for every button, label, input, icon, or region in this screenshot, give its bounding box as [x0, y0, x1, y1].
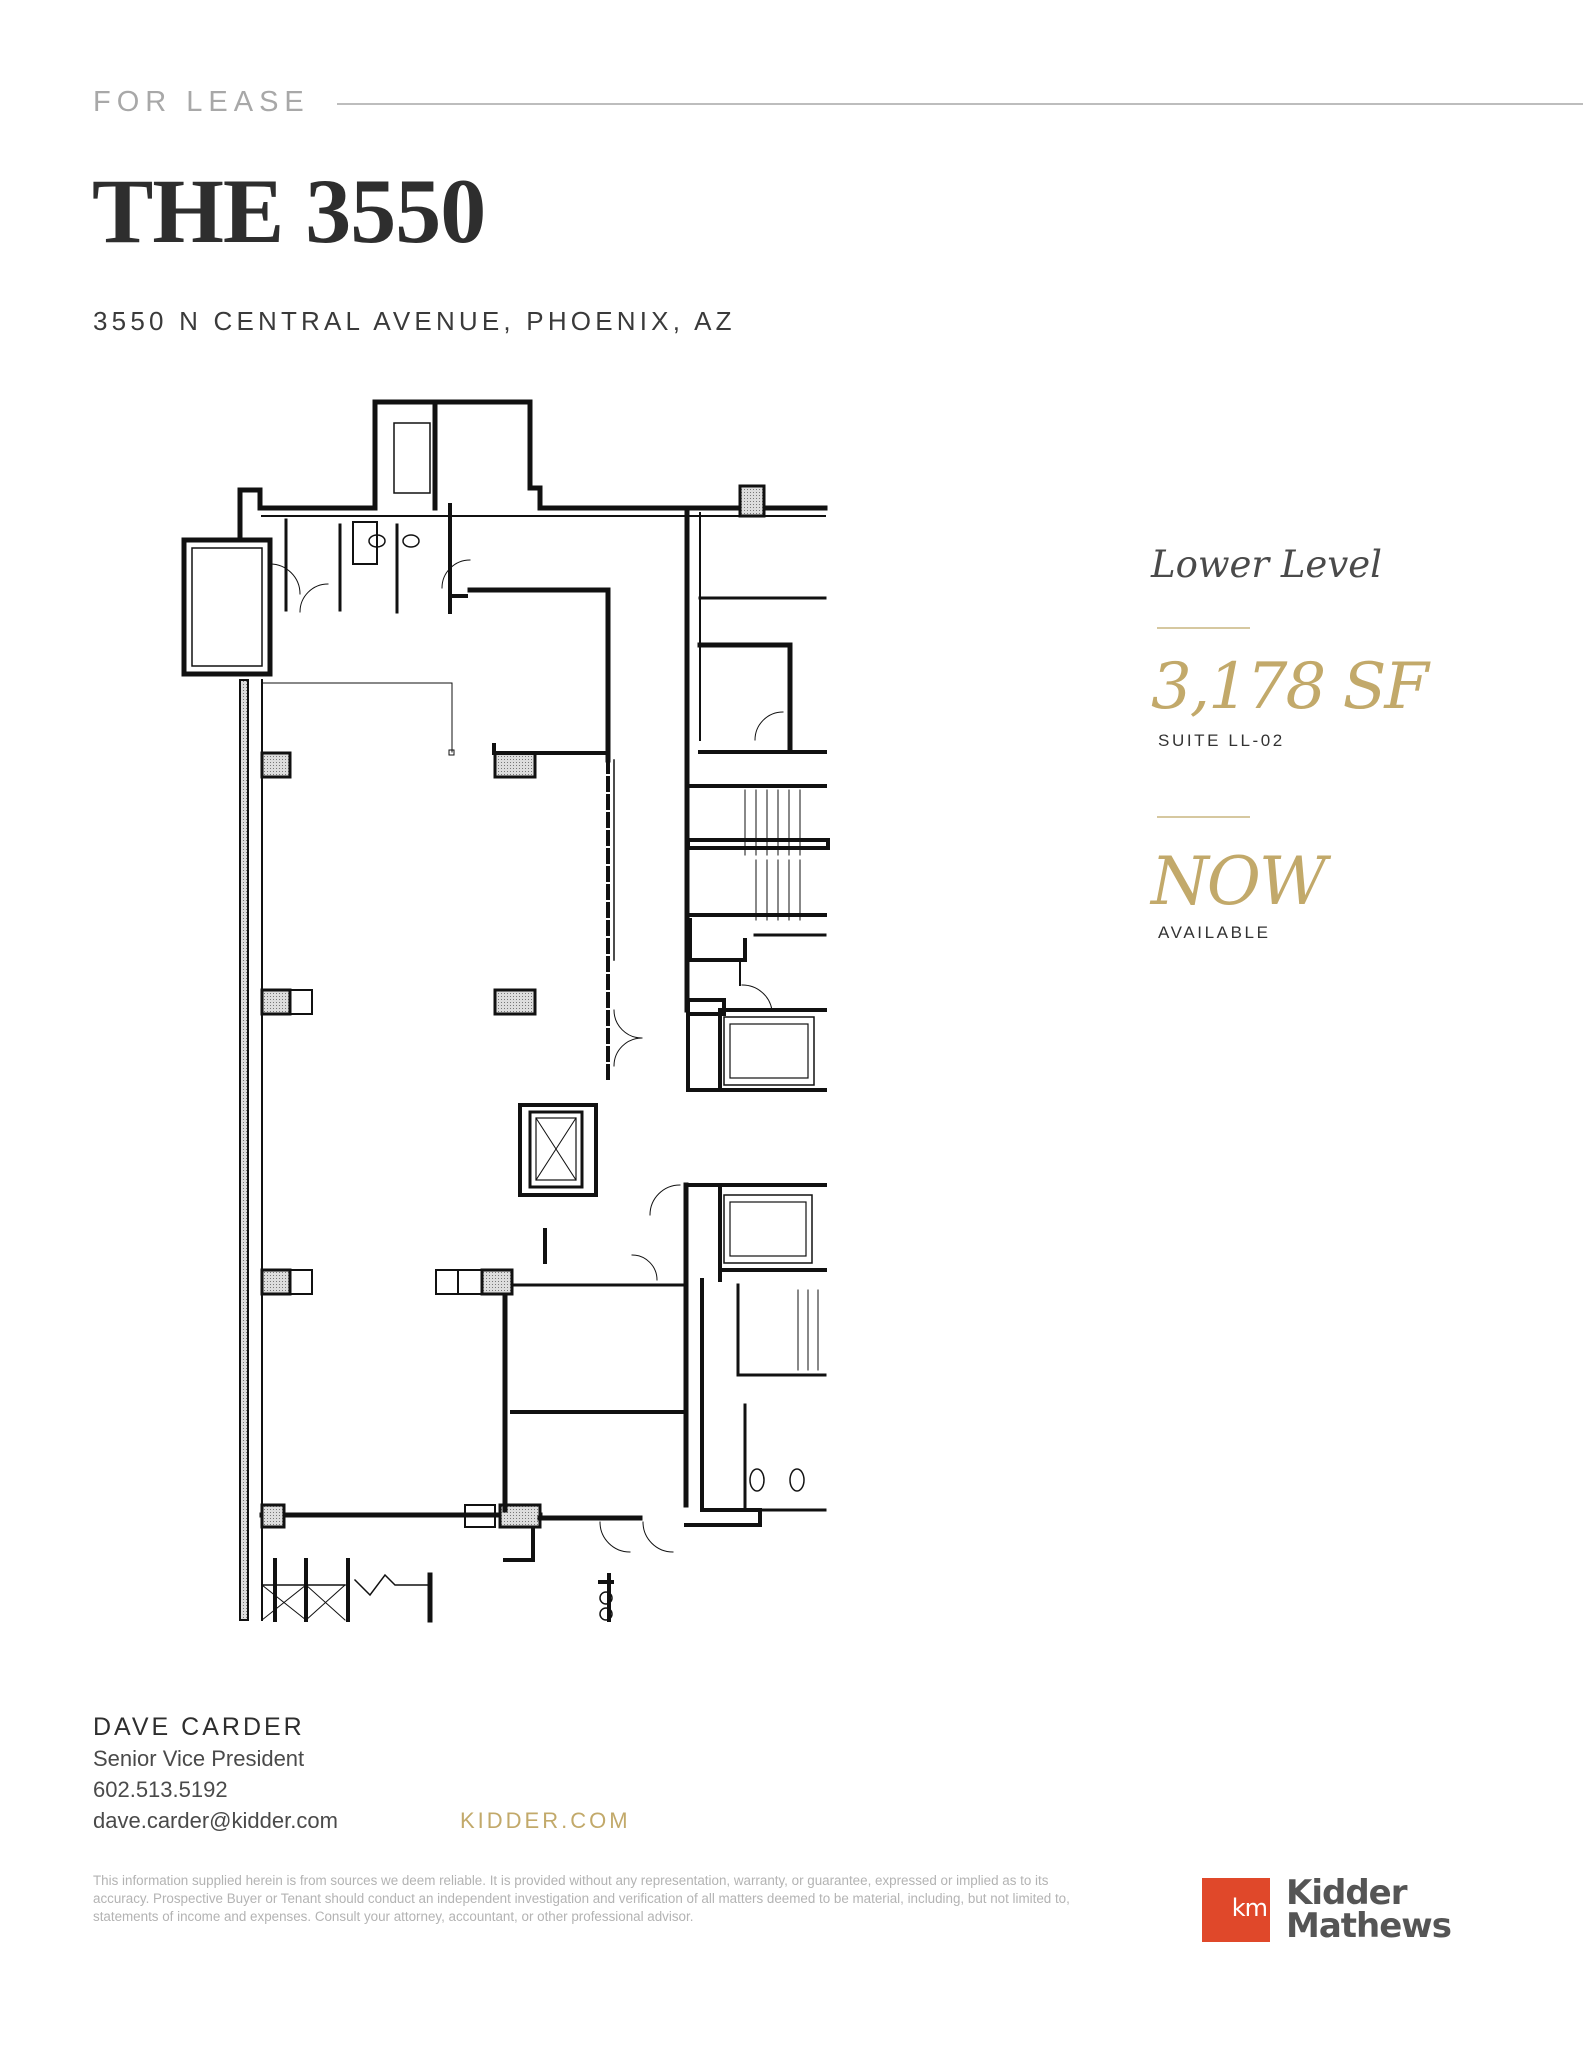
logo-line-2: Mathews	[1286, 1906, 1452, 1946]
square-footage: 3,178 SF	[1151, 650, 1429, 724]
contact-name: DAVE CARDER	[93, 1713, 305, 1741]
level-label: Lower Level	[1151, 543, 1382, 586]
availability-value: NOW	[1151, 843, 1327, 920]
floor-plan	[181, 399, 830, 1623]
availability-label: AVAILABLE	[1158, 923, 1271, 942]
for-lease-label: FOR LEASE	[93, 86, 310, 118]
contact-title: Senior Vice President	[93, 1746, 305, 1771]
kidder-mathews-logo: km Kidder Mathews	[1202, 1873, 1452, 1946]
property-address: 3550 N CENTRAL AVENUE, PHOENIX, AZ	[93, 306, 736, 336]
page-title: THE 3550	[92, 160, 486, 262]
website-link[interactable]: KIDDER.COM	[460, 1808, 631, 1833]
divider-2	[1157, 816, 1250, 818]
km-mark-icon: km	[1202, 1878, 1270, 1942]
logo-line-1: Kidder	[1286, 1873, 1408, 1913]
contact-phone[interactable]: 602.513.5192	[93, 1777, 228, 1802]
header-rule	[337, 103, 1583, 105]
suite-label: SUITE LL-02	[1158, 731, 1285, 750]
disclaimer: This information supplied herein is from…	[93, 1873, 1070, 1924]
logo-wordmark: Kidder Mathews	[1286, 1873, 1452, 1946]
contact-email[interactable]: dave.carder@kidder.com	[93, 1808, 338, 1833]
km-mark-text: km	[1231, 1894, 1268, 1922]
divider-1	[1157, 627, 1250, 629]
